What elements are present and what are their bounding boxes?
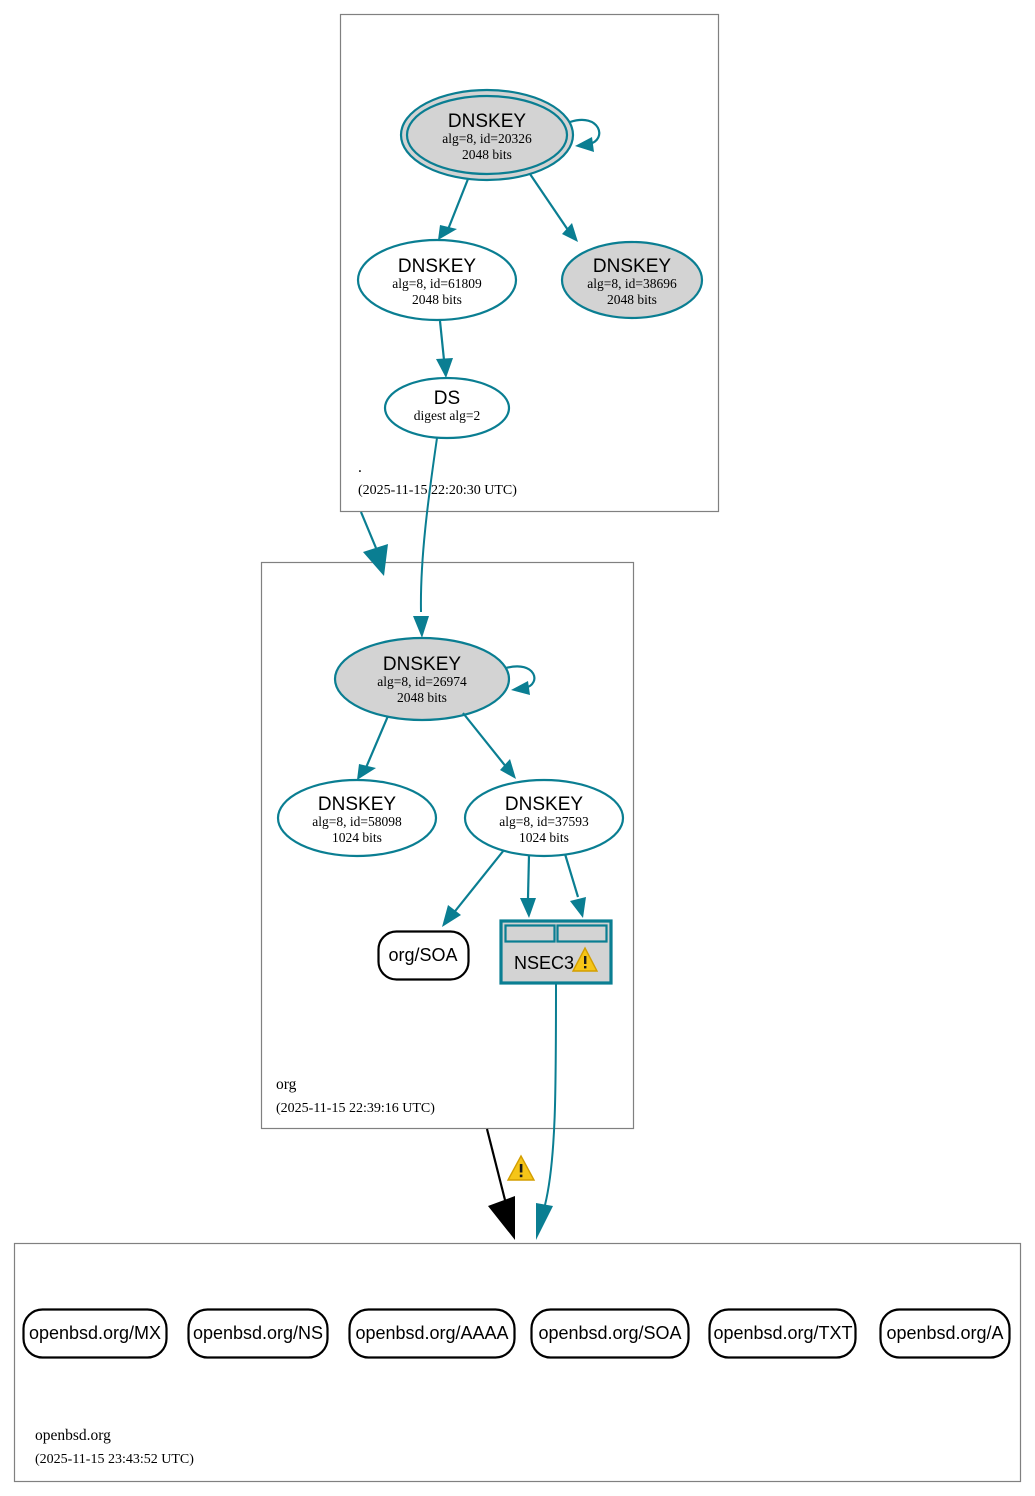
root-ksk-inner-ellipse: [405, 94, 569, 176]
org-ksk-alg-id: alg=8, id=26974: [377, 674, 467, 689]
zone-root-timestamp: (2025-11-15 22:20:30 UTC): [358, 483, 517, 498]
zone-org-name: org: [276, 1076, 297, 1093]
root-zsk-38696-title: DNSKEY: [593, 256, 671, 277]
zone-root-name: .: [358, 459, 362, 476]
delegation-warning-triangle-icon: [506, 1154, 536, 1181]
node-root-zsk-61809[interactable]: DNSKEY alg=8, id=61809 2048 bits: [356, 238, 518, 322]
org-soa-box: [377, 930, 470, 981]
org-zsk-58098-title: DNSKEY: [318, 794, 396, 815]
rr-aaaa-label: openbsd.org/AAAA: [355, 1323, 508, 1343]
root-ksk-alg-id: alg=8, id=20326: [442, 131, 532, 146]
edge-org-zsk-to-nsec3-b: [563, 853, 586, 918]
edge-org-ksk-to-zsk-58098: [357, 715, 390, 780]
rr-a-label: openbsd.org/A: [886, 1323, 1003, 1343]
node-rr-a[interactable]: openbsd.org/A: [879, 1308, 1011, 1359]
node-root-ksk-20326[interactable]: DNSKEY alg=8, id=20326 2048 bits: [399, 88, 575, 182]
root-ds-ellipse: [383, 376, 511, 440]
zone-org-timestamp: (2025-11-15 22:39:16 UTC): [276, 1101, 435, 1116]
edge-root-to-org-secure-delegation: [359, 511, 388, 576]
node-rr-mx[interactable]: openbsd.org/MX: [22, 1308, 168, 1359]
root-ds-title: DS: [434, 388, 460, 409]
org-zsk-58098-alg-id: alg=8, id=58098: [312, 814, 402, 829]
root-zsk-38696-alg-id: alg=8, id=38696: [587, 276, 677, 291]
edge-root-ksk-to-zsk-38696: [529, 173, 578, 242]
node-org-zsk-37593[interactable]: DNSKEY alg=8, id=37593 1024 bits: [463, 778, 625, 858]
node-org-zsk-58098[interactable]: DNSKEY alg=8, id=58098 1024 bits: [276, 778, 438, 858]
org-soa-label: org/SOA: [388, 945, 457, 965]
rr-mx-box: [22, 1308, 168, 1359]
node-org-ksk-26974[interactable]: DNSKEY alg=8, id=26974 2048 bits: [333, 636, 511, 722]
root-zsk-61809-title: DNSKEY: [398, 256, 476, 277]
org-zsk-37593-size: 1024 bits: [519, 830, 569, 845]
root-ksk-size: 2048 bits: [462, 147, 512, 162]
root-ksk-title: DNSKEY: [448, 111, 526, 132]
zone-org: DNSKEY alg=8, id=26974 2048 bits DNSKEY …: [260, 561, 635, 1130]
edge-ds-to-org-dnskey: [413, 437, 438, 638]
root-zsk-38696-ellipse: [560, 240, 704, 320]
zone-openbsd-org: openbsd.org/MX openbsd.org/NS openbsd.or…: [13, 1242, 1022, 1483]
org-ksk-title: DNSKEY: [383, 654, 461, 675]
warning-triangle-icon: [571, 946, 599, 972]
zone-openbsd-org-name: openbsd.org: [35, 1427, 111, 1444]
node-org-nsec3[interactable]: NSEC3: [499, 919, 613, 985]
org-zsk-58098-size: 1024 bits: [332, 830, 382, 845]
org-nsec3-label: NSEC3: [514, 953, 574, 973]
rr-ns-label: openbsd.org/NS: [193, 1323, 323, 1343]
rr-soa-label: openbsd.org/SOA: [538, 1323, 681, 1343]
edge-org-zsk-to-soa: [442, 849, 505, 927]
org-nsec3-cell-left: [504, 924, 556, 943]
rr-mx-label: openbsd.org/MX: [29, 1323, 161, 1343]
node-rr-ns[interactable]: openbsd.org/NS: [187, 1308, 329, 1359]
rr-txt-box: [708, 1308, 857, 1359]
rr-a-box: [879, 1308, 1011, 1359]
org-ksk-size: 2048 bits: [397, 690, 447, 705]
edge-root-ksk-to-zsk-61809: [438, 178, 470, 240]
root-zsk-38696-size: 2048 bits: [607, 292, 657, 307]
node-root-zsk-38696[interactable]: DNSKEY alg=8, id=38696 2048 bits: [560, 240, 704, 320]
node-org-soa[interactable]: org/SOA: [377, 930, 470, 981]
zone-root: DNSKEY alg=8, id=20326 2048 bits DNSKEY …: [339, 13, 720, 513]
node-root-ds[interactable]: DS digest alg=2: [383, 376, 511, 440]
edge-root-zsk-to-ds: [436, 320, 453, 378]
root-zsk-61809-ellipse: [356, 238, 518, 322]
root-zsk-61809-size: 2048 bits: [412, 292, 462, 307]
root-zsk-61809-alg-id: alg=8, id=61809: [392, 276, 482, 291]
edge-org-zsk-to-nsec3-a: [520, 854, 536, 918]
edge-org-ksk-self-sign: [505, 665, 536, 695]
node-rr-soa[interactable]: openbsd.org/SOA: [530, 1308, 690, 1359]
edge-org-to-openbsd-insecure-delegation: [485, 1128, 515, 1240]
org-nsec3-cell-right: [556, 924, 608, 943]
rr-txt-label: openbsd.org/TXT: [713, 1323, 852, 1343]
rr-soa-box: [530, 1308, 690, 1359]
org-zsk-37593-alg-id: alg=8, id=37593: [499, 814, 589, 829]
edge-root-ksk-self-sign: [569, 118, 601, 152]
org-zsk-37593-title: DNSKEY: [505, 794, 583, 815]
org-zsk-37593-ellipse: [463, 778, 625, 858]
edge-org-ksk-to-zsk-37593: [462, 712, 516, 779]
zone-openbsd-org-timestamp: (2025-11-15 23:43:52 UTC): [35, 1452, 194, 1467]
rr-aaaa-box: [348, 1308, 516, 1359]
edge-nsec3-to-openbsd-org: [536, 983, 557, 1240]
rr-ns-box: [187, 1308, 329, 1359]
zone-openbsd-org-boundary: [13, 1242, 1022, 1483]
root-ksk-outer-ellipse: [399, 88, 575, 182]
root-ds-digest: digest alg=2: [414, 408, 480, 423]
node-rr-aaaa[interactable]: openbsd.org/AAAA: [348, 1308, 516, 1359]
node-rr-txt[interactable]: openbsd.org/TXT: [708, 1308, 857, 1359]
